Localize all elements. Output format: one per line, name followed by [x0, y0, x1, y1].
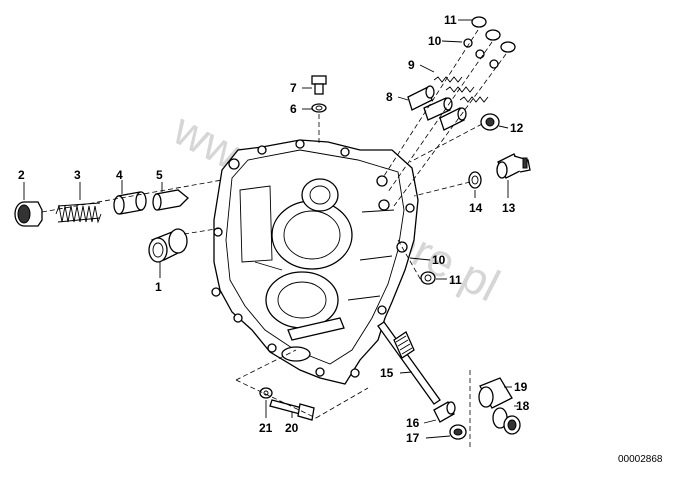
label-13: 13 [502, 201, 516, 215]
label-10-top: 10 [428, 34, 442, 48]
label-20: 20 [285, 421, 299, 435]
label-18: 18 [516, 399, 530, 413]
label-11-lower: 11 [449, 273, 462, 287]
part-2-cap [14, 201, 43, 227]
part-8-sleeves [407, 85, 467, 131]
label-7: 7 [290, 81, 297, 95]
part-17-seal [449, 424, 467, 440]
part-21-washer [259, 387, 273, 399]
part-9-springs [433, 76, 489, 103]
axis-line-bearing [183, 227, 223, 235]
label-11-top: 11 [444, 13, 457, 27]
label-6: 6 [290, 102, 297, 116]
label-16: 16 [406, 416, 420, 430]
label-1: 1 [155, 280, 162, 294]
reference-number: 00002868 [618, 454, 663, 465]
part-12-seal [480, 113, 500, 131]
axis-line-left [41, 179, 223, 213]
label-10-lower: 10 [432, 253, 446, 267]
part-5-pin [152, 189, 189, 211]
part-19-sleeve [478, 377, 513, 409]
part-16-bushing [433, 401, 456, 423]
part-6-washer [311, 103, 327, 113]
bolt-bosses [211, 139, 415, 378]
label-17: 17 [406, 431, 420, 445]
label-4: 4 [116, 168, 123, 182]
part-13-switch [496, 153, 531, 179]
label-2: 2 [18, 168, 25, 182]
part-10-balls-top [463, 38, 499, 69]
housing-cover [211, 139, 419, 385]
label-9: 9 [408, 58, 415, 72]
part-11-cap-lower [420, 271, 436, 285]
part-18-ring [492, 407, 521, 435]
label-14: 14 [469, 201, 483, 215]
part-7-bolt [311, 75, 327, 95]
mounting-outline [235, 349, 369, 419]
label-12: 12 [510, 121, 524, 135]
part-14-washer [468, 171, 482, 189]
part-4-sleeve [113, 191, 147, 215]
label-15: 15 [380, 366, 394, 380]
part-3-spring [55, 202, 102, 224]
label-19: 19 [514, 380, 528, 394]
label-21: 21 [259, 421, 273, 435]
label-8: 8 [386, 90, 393, 104]
bearing-bores [265, 178, 353, 362]
part-1-needle-bearing [148, 228, 188, 263]
part-15-shaft [377, 321, 441, 405]
part-11-caps-top [471, 16, 516, 53]
label-5: 5 [156, 168, 163, 182]
label-3: 3 [74, 168, 81, 182]
part-20-bolt [269, 399, 315, 421]
